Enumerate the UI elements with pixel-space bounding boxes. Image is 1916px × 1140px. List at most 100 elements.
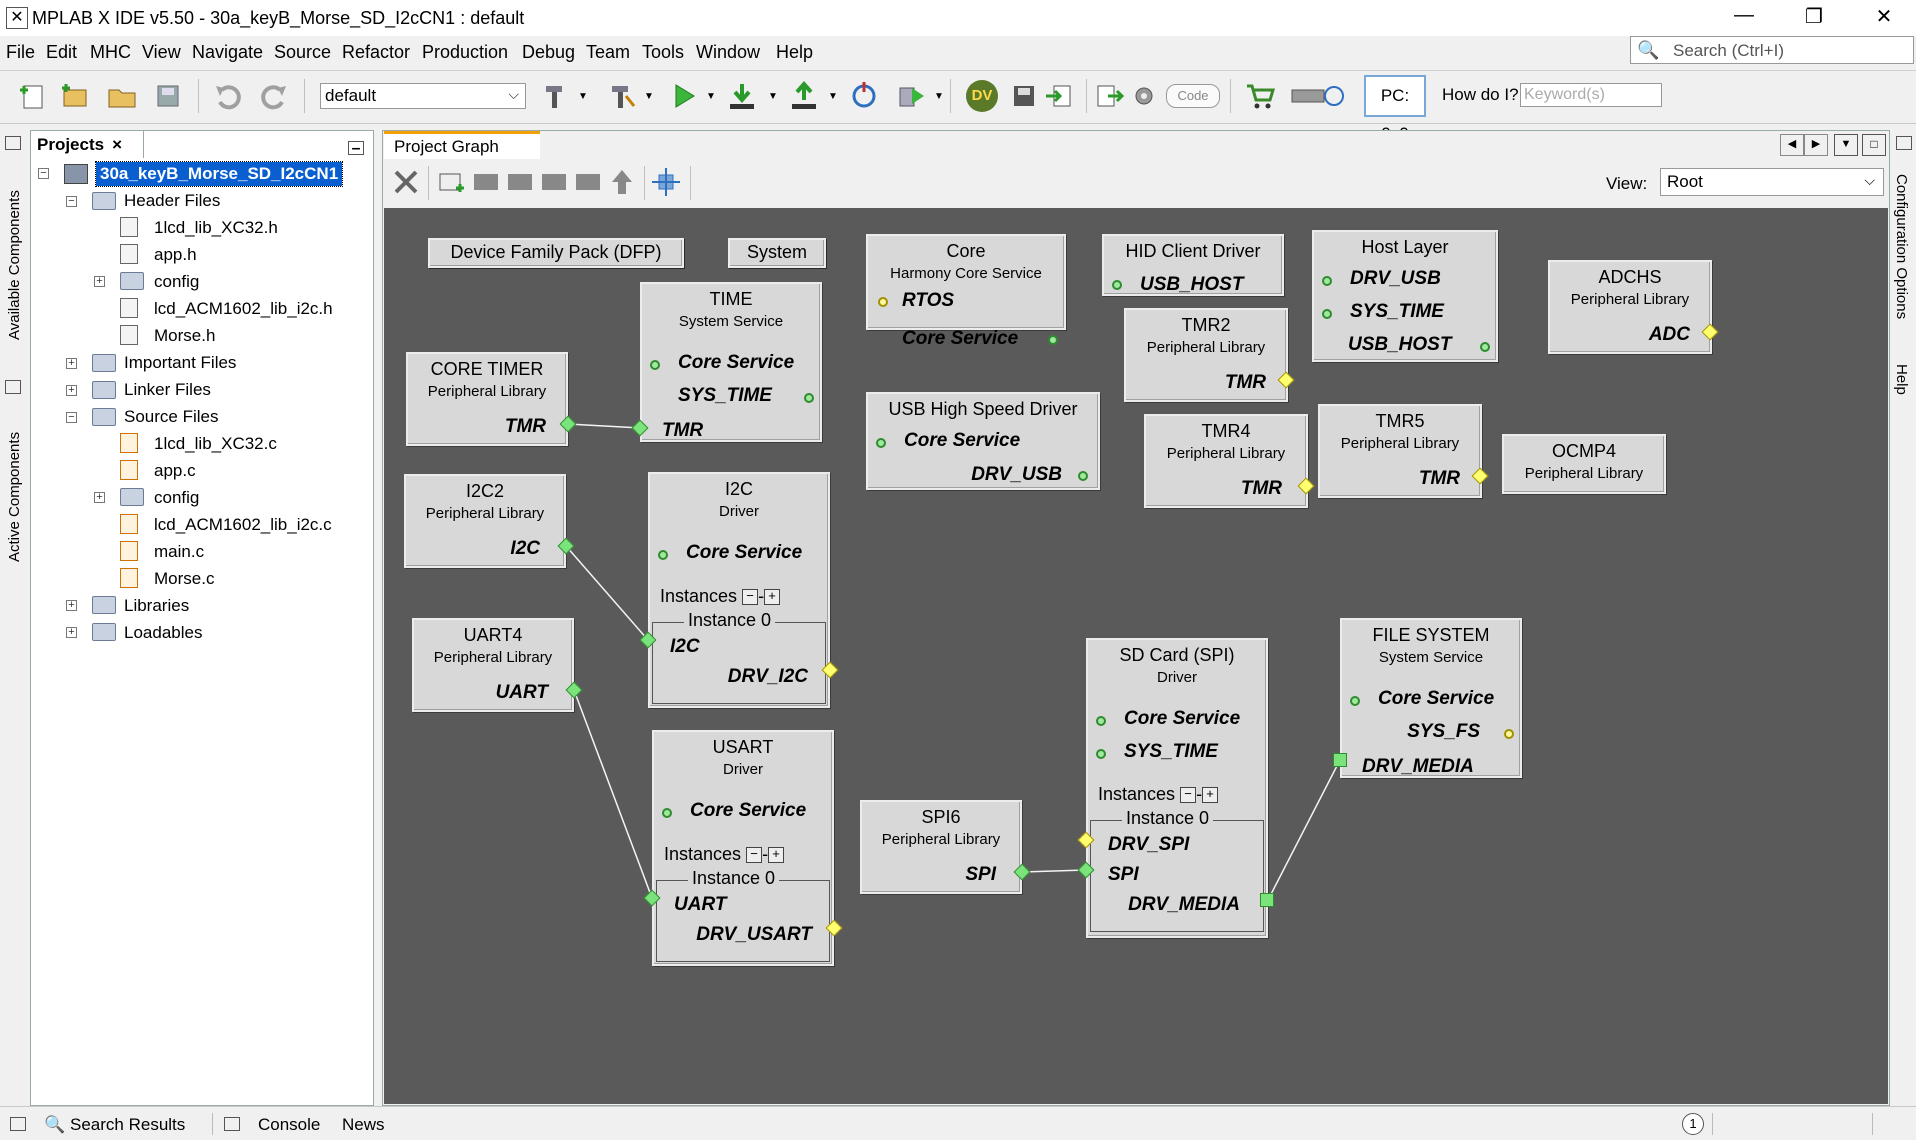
minimize-panel-icon[interactable]: ▁	[348, 140, 364, 155]
remove-instance-button[interactable]: −	[1180, 787, 1197, 804]
help-tab[interactable]: Help	[1893, 364, 1910, 395]
tmr4-component[interactable]: TMR4 Peripheral Library TMR	[1144, 414, 1308, 508]
menu-view[interactable]: View	[142, 42, 181, 62]
remove-instance-button[interactable]: −	[742, 589, 759, 606]
i2c-driver-component[interactable]: I2C Driver Core Service Instances −-+ In…	[648, 472, 830, 708]
tree-linker-files[interactable]: Linker Files	[124, 380, 211, 399]
expand-toggle-icon[interactable]: +	[66, 627, 77, 638]
menu-source[interactable]: Source	[274, 42, 332, 62]
up-arrow-icon[interactable]	[606, 166, 638, 198]
adchs-component[interactable]: ADCHS Peripheral Library ADC	[1548, 260, 1712, 354]
dependency-port[interactable]	[650, 360, 660, 370]
project-root[interactable]: 30a_keyB_Morse_SD_I2cCN1	[94, 161, 344, 187]
restore-window-group-icon[interactable]	[5, 136, 21, 150]
scroll-tabs-left-icon[interactable]: ◀	[1780, 134, 1804, 156]
close-icon[interactable]: ×	[112, 135, 123, 154]
dependency-port[interactable]	[876, 438, 886, 448]
read-device-icon[interactable]	[788, 80, 820, 112]
graph-canvas[interactable]: Device Family Pack (DFP) System Core Har…	[384, 208, 1888, 1104]
menu-refactor[interactable]: Refactor	[342, 42, 411, 62]
tree-file[interactable]: Morse.h	[154, 326, 216, 345]
notification-icon[interactable]: 1	[1682, 1113, 1704, 1135]
expand-toggle-icon[interactable]: +	[94, 276, 105, 287]
capability-port[interactable]	[1504, 729, 1514, 739]
dependency-port[interactable]	[662, 808, 672, 818]
dependency-port[interactable]	[1322, 309, 1332, 319]
tab-list-dropdown-icon[interactable]: ▼	[1834, 134, 1858, 156]
time-component[interactable]: TIME System Service Core Service SYS_TIM…	[640, 282, 822, 442]
i2c2-component[interactable]: I2C2 Peripheral Library I2C	[404, 474, 566, 568]
generate-code-gear-icon[interactable]	[1132, 80, 1180, 112]
group-action-icon[interactable]	[572, 166, 604, 198]
file-system-component[interactable]: FILE SYSTEM System Service Core Service …	[1340, 618, 1522, 778]
tree-file[interactable]: lcd_ACM1602_lib_i2c.h	[154, 299, 333, 318]
dependency-port[interactable]	[1350, 696, 1360, 706]
remove-instance-button[interactable]: −	[746, 847, 763, 864]
capability-port[interactable]	[804, 393, 814, 403]
add-instance-button[interactable]: +	[768, 847, 785, 864]
active-components-tab[interactable]: Active Components	[6, 431, 23, 562]
close-button[interactable]: ✕	[1875, 6, 1893, 28]
generate-code-button[interactable]: Code	[1166, 84, 1220, 108]
tree-file[interactable]: 1lcd_lib_XC32.h	[154, 218, 278, 237]
available-components-tab[interactable]: Available Components	[6, 190, 23, 340]
projects-tab[interactable]: Projects×	[30, 130, 144, 158]
core-component[interactable]: Core Harmony Core Service RTOS	[866, 234, 1066, 330]
dfp-component[interactable]: Device Family Pack (DFP)	[428, 238, 684, 268]
menu-tools[interactable]: Tools	[642, 42, 685, 62]
restore-button[interactable]: ❐	[1805, 6, 1823, 28]
search-results-tab[interactable]: Search Results	[70, 1115, 186, 1134]
capability-port[interactable]	[1078, 471, 1088, 481]
remove-component-icon[interactable]	[390, 166, 422, 198]
core-timer-component[interactable]: CORE TIMER Peripheral Library TMR	[406, 352, 568, 446]
menu-mhc[interactable]: MHC	[90, 42, 131, 62]
new-project-icon[interactable]	[58, 80, 90, 112]
expand-toggle-icon[interactable]: +	[66, 358, 77, 369]
menu-help[interactable]: Help	[776, 42, 814, 62]
scroll-tabs-right-icon[interactable]: ▶	[1804, 134, 1828, 156]
hid-client-driver-component[interactable]: HID Client Driver USB_HOST	[1102, 234, 1284, 296]
cart-icon[interactable]	[1244, 80, 1276, 112]
reset-icon[interactable]	[848, 80, 880, 112]
ocmp4-component[interactable]: OCMP4 Peripheral Library	[1502, 434, 1666, 494]
tmr5-component[interactable]: TMR5 Peripheral Library TMR	[1318, 404, 1482, 498]
group-action-icon[interactable]	[538, 166, 570, 198]
tree-file[interactable]: Morse.c	[154, 569, 215, 588]
expand-toggle-icon[interactable]: +	[66, 600, 77, 611]
fit-view-icon[interactable]	[650, 166, 682, 198]
configuration-select[interactable]: default ⌵	[320, 83, 526, 109]
menu-navigate[interactable]: Navigate	[192, 42, 264, 62]
restore-window-group-icon[interactable]	[5, 380, 21, 394]
debug-project-icon[interactable]	[896, 80, 928, 112]
spi6-component[interactable]: SPI6 Peripheral Library SPI	[860, 800, 1022, 894]
tree-folder[interactable]: config	[154, 488, 200, 507]
tree-important-files[interactable]: Important Files	[124, 353, 237, 372]
dropdown-arrow-icon[interactable]: ▼	[828, 91, 838, 102]
device-web-icon[interactable]	[1290, 80, 1346, 112]
maximize-panel-icon[interactable]: □	[1862, 134, 1886, 156]
save-config-icon[interactable]	[1008, 80, 1040, 112]
menu-team[interactable]: Team	[586, 42, 631, 62]
collapse-toggle-icon[interactable]: −	[38, 168, 49, 179]
uart4-component[interactable]: UART4 Peripheral Library UART	[412, 618, 574, 712]
console-tab[interactable]: Console	[258, 1115, 321, 1134]
menu-file[interactable]: File	[6, 42, 36, 62]
dependency-port-connected[interactable]	[1333, 753, 1347, 767]
project-graph-tab[interactable]: Project Graph	[384, 131, 540, 159]
tree-header-files[interactable]: Header Files	[124, 191, 221, 210]
restore-window-group-icon[interactable]	[224, 1117, 240, 1131]
dropdown-arrow-icon[interactable]: ▼	[768, 91, 778, 102]
tree-file[interactable]: main.c	[154, 542, 205, 561]
usb-high-speed-driver-component[interactable]: USB High Speed Driver Core Service DRV_U…	[866, 392, 1100, 490]
group-action-icon[interactable]	[470, 166, 502, 198]
dropdown-arrow-icon[interactable]: ▼	[934, 91, 944, 102]
redo-icon[interactable]	[258, 80, 290, 112]
capability-port[interactable]	[1048, 335, 1058, 345]
tree-file[interactable]: app.c	[154, 461, 196, 480]
tree-file[interactable]: lcd_ACM1602_lib_i2c.c	[154, 515, 332, 534]
group-action-icon[interactable]	[504, 166, 536, 198]
dependency-port[interactable]	[1096, 716, 1106, 726]
news-tab[interactable]: News	[342, 1115, 385, 1134]
dependency-port[interactable]	[1322, 276, 1332, 286]
keyword-input[interactable]: Keyword(s)	[1520, 83, 1662, 107]
